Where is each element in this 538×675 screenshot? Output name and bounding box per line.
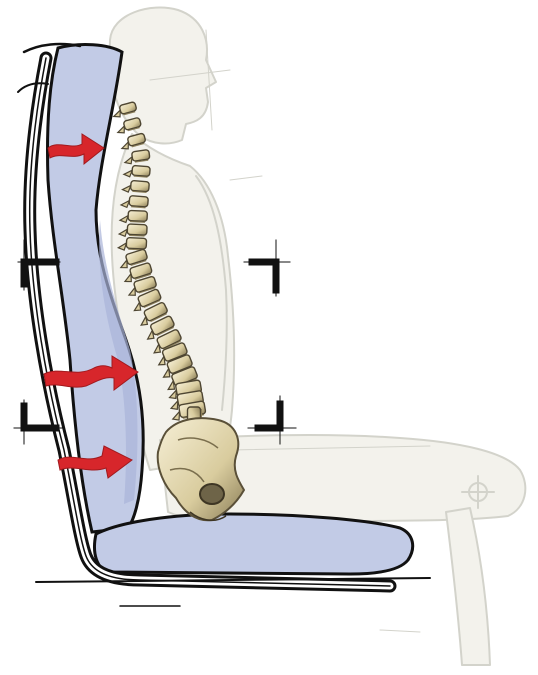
seat-cushion xyxy=(95,514,413,574)
crop-mark-lower-right xyxy=(258,404,280,428)
pelvis-socket xyxy=(200,484,224,504)
ghost-lower-leg xyxy=(446,508,490,665)
crop-mark-upper-right xyxy=(252,262,276,290)
